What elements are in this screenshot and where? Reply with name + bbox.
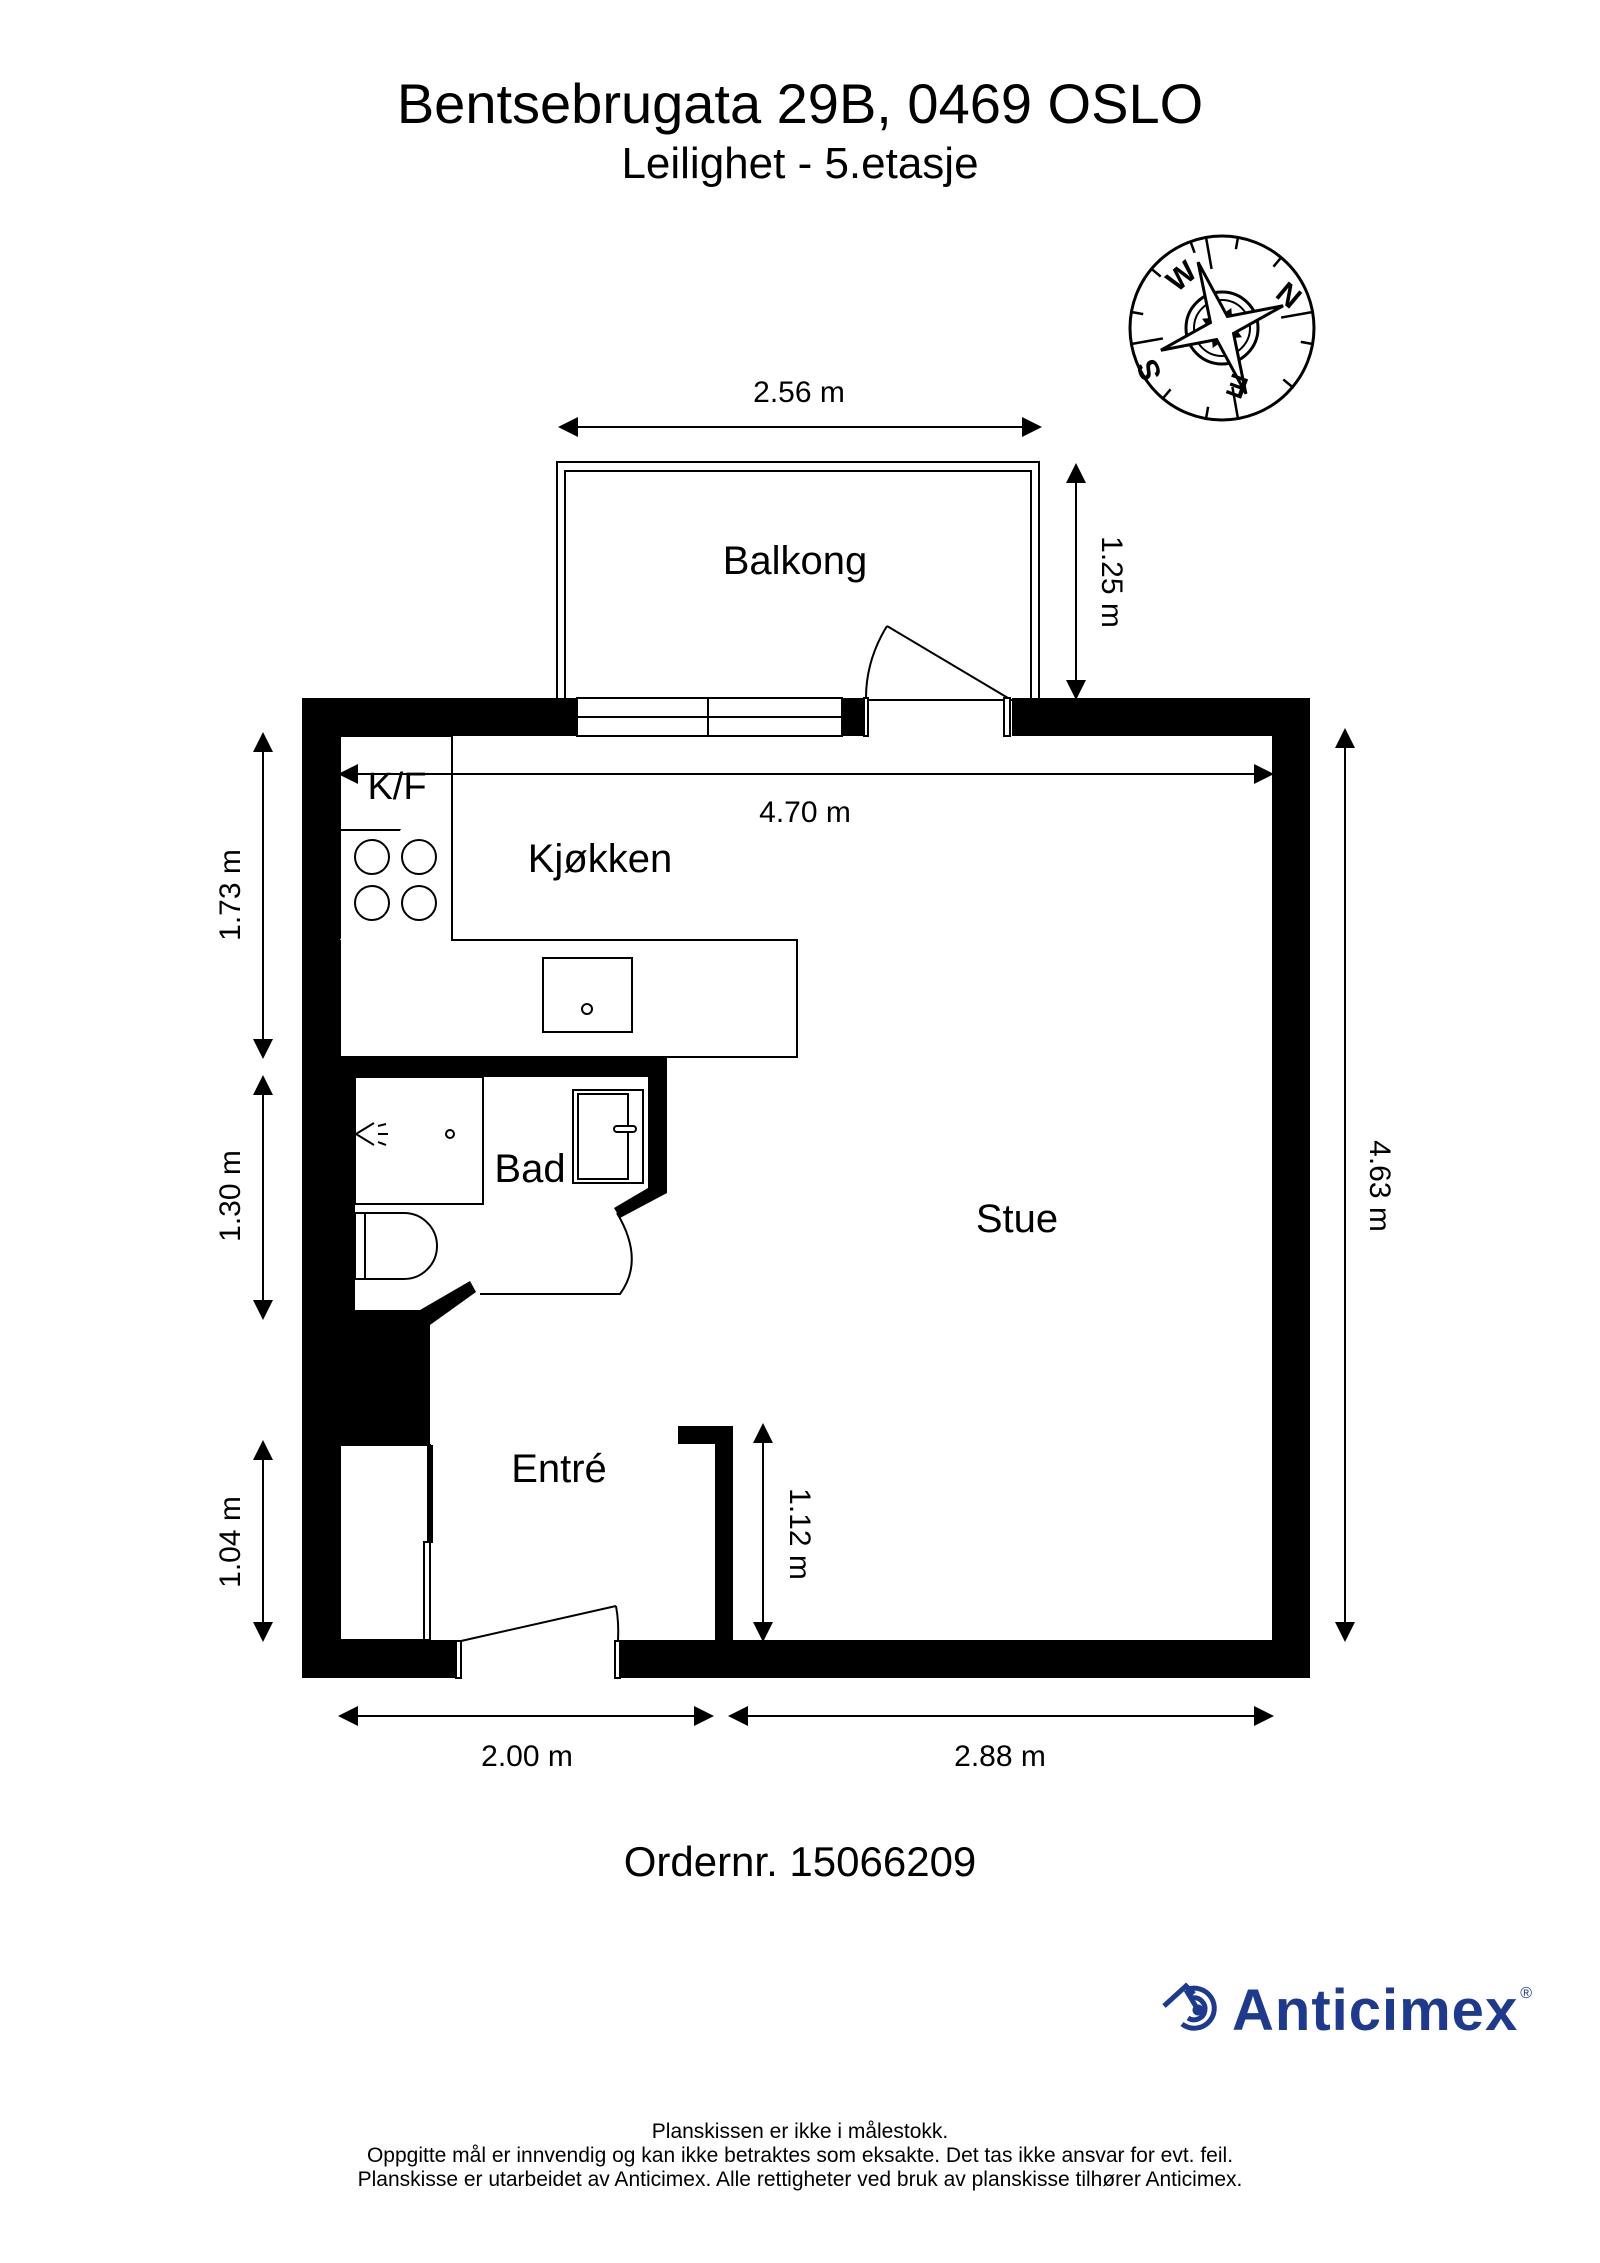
- room-label-entrance: Entré: [511, 1447, 607, 1491]
- entrance-closet: [339, 1426, 733, 1641]
- page-subtitle: Leilighet - 5.etasje: [621, 139, 979, 188]
- dim-bottom-right: 2.88 m: [954, 1740, 1046, 1773]
- compass-rose-icon: N W S E: [1128, 234, 1316, 422]
- balcony: [556, 461, 1040, 701]
- kitchen: [339, 735, 798, 1058]
- anticimex-logo-icon: [1162, 1982, 1217, 2031]
- room-label-balcony: Balkong: [723, 539, 868, 583]
- disclaimer-line-3: Planskisse er utarbeidet av Anticimex. A…: [357, 2168, 1243, 2191]
- disclaimer-line-2: Oppgitte mål er innvendig og kan ikke be…: [366, 2144, 1234, 2167]
- disclaimer-line-1: Planskissen er ikke i målestokk.: [651, 2120, 949, 2143]
- dim-interior-width: 4.70 m: [759, 796, 851, 829]
- anticimex-logo: Anticimex ®: [1160, 1975, 1532, 2045]
- bathroom-fixtures: [354, 1076, 644, 1295]
- room-label-kitchen: Kjøkken: [528, 837, 673, 881]
- dim-total-depth: 4.63 m: [1363, 1140, 1396, 1232]
- bathroom-walls: [340, 1057, 667, 1445]
- order-number: Ordernr. 15066209: [623, 1838, 977, 1885]
- logo-text: Anticimex: [1232, 1977, 1519, 2043]
- dim-kitchen-depth: 1.73 m: [214, 849, 247, 941]
- exterior-walls: [302, 697, 1310, 1678]
- entrance-door: [455, 1605, 621, 1679]
- dim-entrance-wall: 1.12 m: [783, 1488, 816, 1580]
- dim-closet-depth: 1.04 m: [214, 1496, 247, 1588]
- fridge-label: K/F: [367, 766, 426, 808]
- dim-bathroom-depth: 1.30 m: [214, 1150, 247, 1242]
- dim-bottom-left: 2.00 m: [481, 1740, 573, 1773]
- balcony-door: [863, 625, 1011, 737]
- dim-balcony-depth: 1.25 m: [1095, 536, 1128, 628]
- dim-balcony-width: 2.56 m: [753, 376, 845, 409]
- room-label-living: Stue: [976, 1197, 1058, 1241]
- registered-mark: ®: [1520, 1985, 1532, 2002]
- dimension-lines: [253, 417, 1355, 1726]
- disclaimer: Planskissen er ikke i målestokk. Oppgitt…: [0, 2120, 1600, 2192]
- room-label-bathroom: Bad: [494, 1147, 565, 1191]
- page-title: Bentsebrugata 29B, 0469 OSLO: [396, 72, 1204, 135]
